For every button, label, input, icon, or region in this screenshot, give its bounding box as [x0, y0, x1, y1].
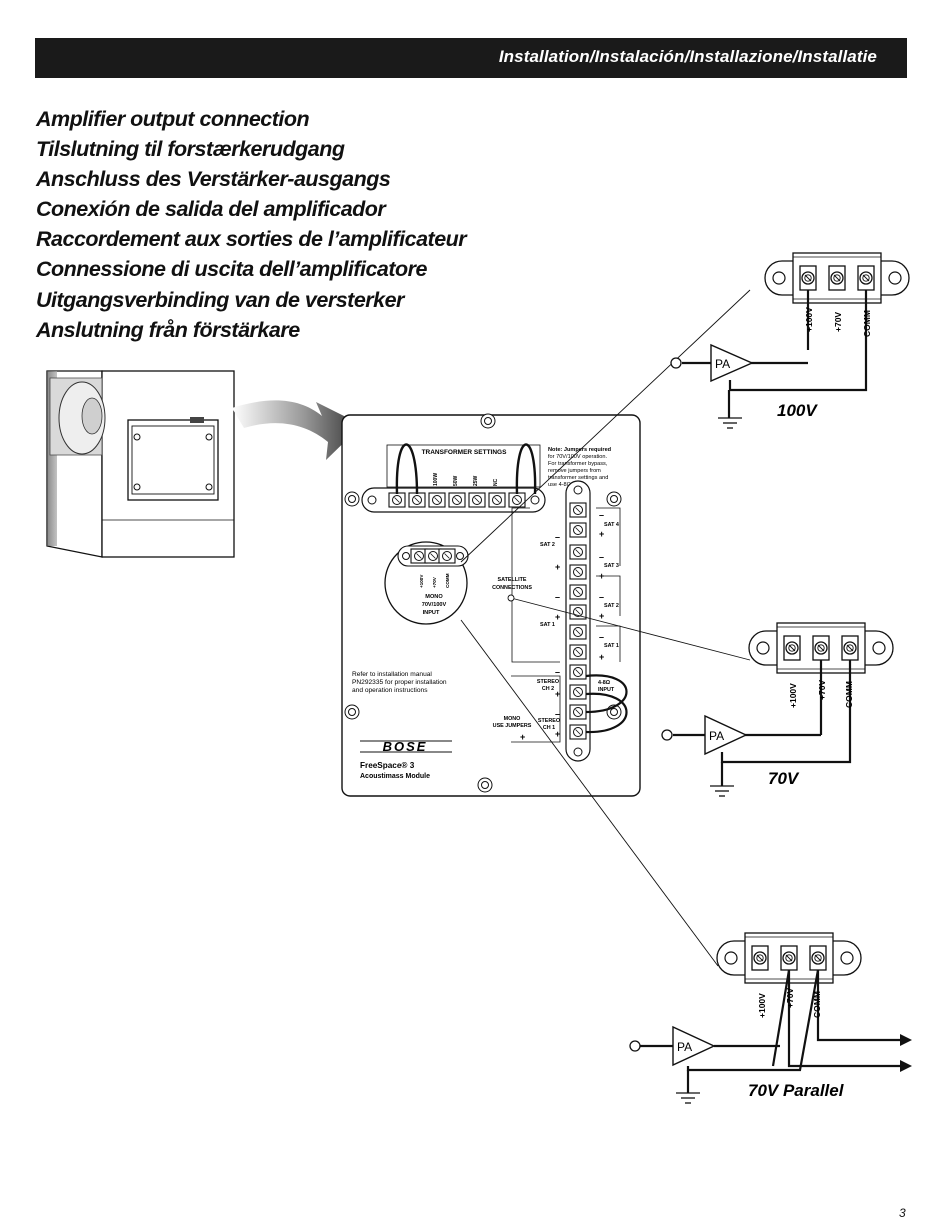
svg-text:–: – [599, 632, 604, 642]
satellite-label: SATELLITE [498, 577, 527, 583]
svg-text:+70V: +70V [817, 680, 827, 700]
svg-text:Refer to installation manual: Refer to installation manual [352, 671, 432, 678]
sat1-left-label: SAT 1 [540, 622, 555, 628]
svg-text:+70V: +70V [833, 312, 843, 332]
svg-text:COMM: COMM [862, 310, 872, 337]
heading-dutch: Uitgangsverbinding van de versterker [36, 287, 404, 312]
svg-text:–: – [555, 667, 560, 677]
sat3-label: SAT 3 [604, 563, 619, 569]
heading-english: Amplifier output connection [36, 107, 310, 131]
svg-text:CH 2: CH 2 [542, 686, 554, 692]
svg-text:remove jumpers from: remove jumpers from [548, 468, 601, 474]
svg-text:+: + [555, 729, 560, 739]
heading-french: Raccordement aux sorties de l’amplificat… [36, 227, 467, 252]
heading-swedish: Anslutning från förstärkare [36, 317, 300, 342]
svg-text:+: + [520, 732, 525, 742]
svg-text:COMM: COMM [445, 573, 450, 588]
heading-italian: Connessione di uscita dell’amplificatore [36, 257, 428, 282]
svg-text:+: + [599, 652, 604, 662]
svg-text:+: + [555, 689, 560, 699]
svg-text:–: – [599, 510, 604, 520]
svg-text:–: – [599, 592, 604, 602]
tap-label-100w: 100W [433, 473, 439, 486]
diagram-100v: +100V +70V COMM PA 100V [670, 253, 909, 429]
svg-text:For transformer bypass,: For transformer bypass, [548, 461, 608, 467]
zoom-arrow [232, 400, 362, 460]
svg-text:+70V: +70V [785, 988, 795, 1008]
pa-label-1: PA [715, 357, 730, 371]
product-name: FreeSpace® 3 [360, 761, 415, 770]
page-number: 3 [899, 1206, 906, 1220]
svg-text:for 70V/100V operation.: for 70V/100V operation. [548, 454, 608, 460]
caption-70v: 70V [768, 769, 800, 788]
section-headings: Amplifier output connection Tilslutning … [36, 104, 467, 345]
svg-text:USE JUMPERS: USE JUMPERS [493, 723, 532, 729]
svg-text:PN292335 for proper installati: PN292335 for proper installation [352, 679, 447, 686]
tap-label-nc: NC [493, 478, 499, 486]
transformer-settings-label: TRANSFORMER SETTINGS [422, 449, 508, 456]
speaker-enclosure [46, 370, 235, 558]
tap-label-25w: 25W [473, 475, 479, 486]
svg-text:–: – [555, 592, 560, 602]
sat4-label: SAT 4 [604, 522, 619, 528]
svg-text:transformer settings and: transformer settings and [548, 475, 608, 481]
heading-german: Anschluss des Verstärker-ausgangs [36, 167, 391, 192]
svg-text:–: – [555, 532, 560, 542]
sat1-right-label: SAT 1 [604, 643, 619, 649]
diagram-70v-parallel: +100V +70V COMM PA 70V Parallel [629, 933, 912, 1104]
svg-text:COMM: COMM [812, 991, 822, 1018]
svg-text:use 4-8Ω input.: use 4-8Ω input. [548, 482, 587, 488]
connections-label: CONNECTIONS [492, 585, 532, 591]
brand-logo: BOSE [383, 739, 428, 754]
pa-label-3: PA [677, 1040, 692, 1054]
tap-label-50w: 50W [453, 475, 459, 486]
header-title: Installation/Instalación/Installazione/I… [498, 47, 877, 66]
svg-text:+100V: +100V [757, 993, 767, 1018]
input-48-label: 4-8Ω [598, 680, 611, 686]
svg-text:+: + [555, 562, 560, 572]
svg-text:+100V: +100V [804, 307, 814, 332]
diagram-70v: +100V +70V COMM PA 70V [661, 623, 893, 797]
mono-label: MONO [425, 594, 443, 600]
mono-jumpers-label: MONO [504, 716, 521, 722]
stereo-ch2-label: STEREO [537, 679, 559, 685]
caption-70v-parallel: 70V Parallel [748, 1081, 845, 1100]
svg-text:+100V: +100V [419, 574, 424, 588]
product-model: Acoustimass Module [360, 773, 430, 780]
svg-text:+: + [555, 612, 560, 622]
refer-text: Refer to installation manual PN292335 fo… [352, 671, 447, 694]
sat2-right-label: SAT 2 [604, 603, 619, 609]
svg-text:–: – [555, 709, 560, 719]
svg-text:+100V: +100V [788, 683, 798, 708]
svg-text:–: – [599, 552, 604, 562]
heading-spanish: Conexión de salida del amplificador [36, 197, 386, 222]
sat2-left-label: SAT 2 [540, 542, 555, 548]
svg-text:+: + [599, 611, 604, 621]
stereo-ch1-label: STEREO [538, 718, 560, 724]
mono-input-label: INPUT [423, 610, 440, 616]
svg-text:+70V: +70V [432, 576, 437, 588]
svg-text:INPUT: INPUT [598, 687, 615, 693]
svg-text:+: + [599, 529, 604, 539]
svg-text:+: + [599, 571, 604, 581]
svg-text:CH 1: CH 1 [543, 725, 555, 731]
svg-text:and operation instructions: and operation instructions [352, 687, 428, 694]
module-panel: TRANSFORMER SETTINGS 100W 50W 25W NC Not… [341, 413, 641, 797]
heading-danish: Tilslutning til forstærkerudgang [36, 137, 345, 162]
caption-100v: 100V [777, 401, 818, 420]
pa-label-2: PA [709, 729, 724, 743]
svg-text:COMM: COMM [844, 681, 854, 708]
mono-input-inset: +100V +70V COMM MONO 70V/100V INPUT [384, 541, 469, 625]
mono-voltage-label: 70V/100V [422, 602, 447, 608]
header-bar: Installation/Instalación/Installazione/I… [35, 38, 907, 78]
